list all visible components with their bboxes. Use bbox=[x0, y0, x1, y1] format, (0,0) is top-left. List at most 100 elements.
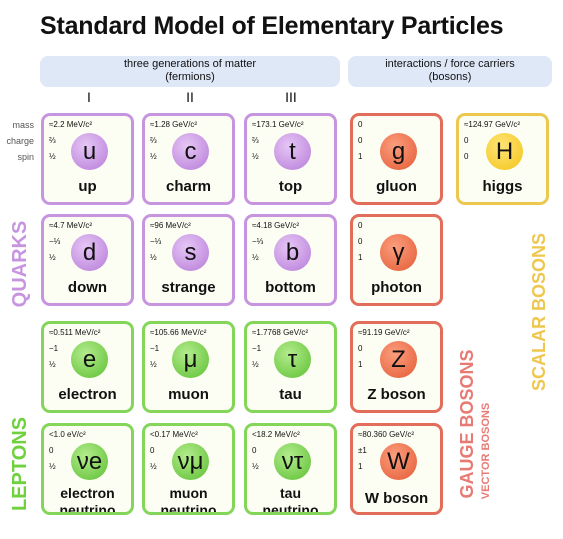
particle-charge: ⅔ bbox=[150, 136, 157, 145]
particle-name: up bbox=[78, 178, 97, 195]
particle-card-muon: ≈105.66 MeV/c² −1 ½ μ muon bbox=[142, 321, 235, 413]
particle-symbol: d bbox=[71, 234, 108, 271]
particle-name: top bbox=[278, 178, 303, 195]
particle-name: gluon bbox=[376, 178, 417, 195]
particle-card-up: ≈2.2 MeV/c² ⅔ ½ u up bbox=[41, 113, 134, 205]
particle-charge: −1 bbox=[252, 344, 262, 353]
particle-charge: 0 bbox=[49, 446, 54, 455]
particle-mass: 0 bbox=[358, 120, 363, 129]
particle-card-charm: ≈1.28 GeV/c² ⅔ ½ c charm bbox=[142, 113, 235, 205]
particle-symbol: s bbox=[172, 234, 209, 271]
particle-symbol: μ bbox=[172, 341, 209, 378]
particle-charge: −1 bbox=[150, 344, 160, 353]
particle-name: electron bbox=[58, 386, 117, 403]
particle-spin: ½ bbox=[252, 253, 259, 262]
particle-charge: 0 bbox=[252, 446, 257, 455]
page-title: Standard Model of Elementary Particles bbox=[40, 12, 504, 40]
particle-spin: 1 bbox=[358, 360, 363, 369]
particle-spin: ½ bbox=[150, 152, 157, 161]
generation-1-label: I bbox=[87, 89, 91, 105]
matter-banner-line2: (fermions) bbox=[165, 71, 215, 83]
particle-name: charm bbox=[165, 178, 212, 195]
particle-symbol: H bbox=[486, 133, 523, 170]
particle-name: bottom bbox=[265, 279, 316, 296]
particle-name: tau neutrino bbox=[247, 485, 334, 512]
particle-card-strange: ≈96 MeV/c² −⅓ ½ s strange bbox=[142, 214, 235, 306]
particle-spin: ½ bbox=[49, 462, 56, 471]
quarks-label: QUARKS bbox=[9, 220, 31, 308]
particle-mass: <0.17 MeV/c² bbox=[150, 430, 198, 439]
particle-mass: ≈4.18 GeV/c² bbox=[252, 221, 300, 230]
particle-card-higgs: ≈124.97 GeV/c² 0 0 H higgs bbox=[456, 113, 549, 205]
particle-charge: 0 bbox=[358, 344, 363, 353]
particle-symbol: b bbox=[274, 234, 311, 271]
particle-mass: ≈2.2 MeV/c² bbox=[49, 120, 93, 129]
particle-mass: ≈96 MeV/c² bbox=[150, 221, 191, 230]
matter-banner-line1: three generations of matter bbox=[123, 58, 257, 70]
particle-mass: ≈1.28 GeV/c² bbox=[150, 120, 198, 129]
spin-row-label: spin bbox=[17, 152, 34, 162]
particle-card-electron: ≈0.511 MeV/c² −1 ½ e electron bbox=[41, 321, 134, 413]
particle-spin: ½ bbox=[150, 253, 157, 262]
particle-spin: 0 bbox=[464, 152, 469, 161]
particle-charge: −⅓ bbox=[252, 237, 264, 246]
particle-spin: ½ bbox=[150, 360, 157, 369]
particle-spin: ½ bbox=[252, 462, 259, 471]
particle-symbol: W bbox=[380, 443, 417, 480]
particle-card-tau: ≈1.7768 GeV/c² −1 ½ τ tau bbox=[244, 321, 337, 413]
particle-name: higgs bbox=[482, 178, 523, 195]
forces-banner-line2: (bosons) bbox=[428, 71, 472, 83]
vector-bosons-label: VECTOR BOSONS bbox=[480, 402, 492, 500]
particle-mass: ≈4.7 MeV/c² bbox=[49, 221, 93, 230]
particle-charge: 0 bbox=[464, 136, 469, 145]
particle-charge: −⅓ bbox=[49, 237, 61, 246]
particle-spin: 1 bbox=[358, 152, 363, 161]
particle-card-z-boson: ≈91.19 GeV/c² 0 1 Z Z boson bbox=[350, 321, 443, 413]
particle-symbol: c bbox=[172, 133, 209, 170]
forces-banner: interactions / force carriers (bosons) bbox=[348, 56, 552, 87]
particle-card-gluon: 0 0 1 g gluon bbox=[350, 113, 443, 205]
particle-name: down bbox=[67, 279, 108, 296]
particle-card-w-boson: ≈80.360 GeV/c² ±1 1 W W boson bbox=[350, 423, 443, 515]
particle-charge: ±1 bbox=[358, 446, 367, 455]
particle-spin: ½ bbox=[49, 360, 56, 369]
particle-spin: ½ bbox=[150, 462, 157, 471]
particle-name: muon bbox=[168, 386, 209, 403]
particle-name: photon bbox=[371, 279, 422, 296]
leptons-label: LEPTONS bbox=[9, 416, 31, 512]
forces-banner-line1: interactions / force carriers bbox=[385, 58, 515, 70]
particle-card-electron-neutrino: <1.0 eV/c² 0 ½ νe electron neutrino bbox=[41, 423, 134, 515]
particle-name: tau bbox=[279, 386, 302, 403]
particle-card-muon-neutrino: <0.17 MeV/c² 0 ½ νμ muon neutrino bbox=[142, 423, 235, 515]
particle-name: muon neutrino bbox=[145, 485, 232, 512]
particle-name-line2: neutrino bbox=[59, 502, 116, 515]
particle-name-line1: electron bbox=[60, 485, 115, 501]
particle-charge: ⅔ bbox=[49, 136, 56, 145]
particle-charge: 0 bbox=[358, 136, 363, 145]
particle-mass: ≈105.66 MeV/c² bbox=[150, 328, 207, 337]
particle-card-bottom: ≈4.18 GeV/c² −⅓ ½ b bottom bbox=[244, 214, 337, 306]
particle-name: W boson bbox=[364, 490, 429, 507]
particle-spin: ½ bbox=[49, 152, 56, 161]
particle-card-down: ≈4.7 MeV/c² −⅓ ½ d down bbox=[41, 214, 134, 306]
particle-symbol: Z bbox=[380, 341, 417, 378]
particle-symbol: t bbox=[274, 133, 311, 170]
particle-spin: ½ bbox=[49, 253, 56, 262]
particle-mass: <1.0 eV/c² bbox=[49, 430, 86, 439]
particle-charge: −⅓ bbox=[150, 237, 162, 246]
charge-row-label: charge bbox=[6, 136, 34, 146]
gauge-bosons-label: GAUGE BOSONS bbox=[457, 349, 477, 499]
generation-3-label: III bbox=[285, 89, 297, 105]
particle-name: Z boson bbox=[367, 386, 426, 403]
scalar-bosons-label: SCALAR BOSONS bbox=[529, 233, 549, 392]
particle-symbol: e bbox=[71, 341, 108, 378]
particle-symbol: g bbox=[380, 133, 417, 170]
particle-symbol: νe bbox=[71, 443, 108, 480]
particle-symbol: u bbox=[71, 133, 108, 170]
particle-mass: ≈124.97 GeV/c² bbox=[464, 120, 520, 129]
particle-spin: ½ bbox=[252, 152, 259, 161]
particle-name: electron neutrino bbox=[44, 485, 131, 515]
generation-2-label: II bbox=[186, 89, 194, 105]
particle-charge: ⅔ bbox=[252, 136, 259, 145]
particle-spin: 1 bbox=[358, 462, 363, 471]
